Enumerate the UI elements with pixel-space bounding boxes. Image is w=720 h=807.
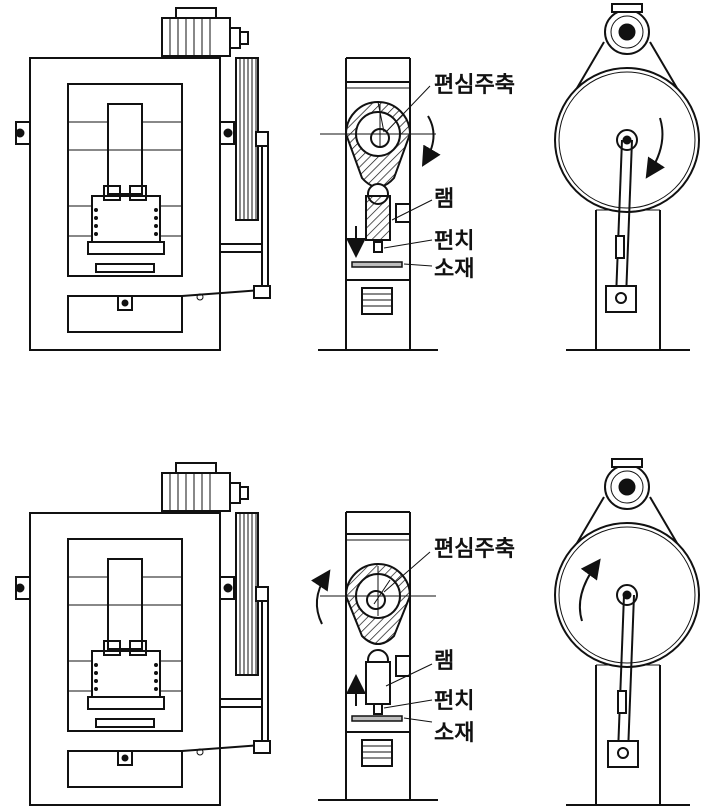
label-punch: 펀치	[434, 689, 474, 714]
label-eccentric-shaft: 편심주축	[434, 73, 515, 98]
label-ram: 램	[434, 649, 454, 674]
rotation-arrow-icon	[578, 558, 601, 622]
label-ram: 램	[434, 187, 454, 212]
press-section-view-top	[318, 57, 441, 351]
press-front-view-bottom	[15, 462, 271, 806]
flywheel-view-bottom	[554, 458, 700, 806]
press-section-view-bottom	[311, 511, 438, 801]
label-workpiece: 소재	[434, 257, 474, 282]
rotation-arrow-icon	[311, 569, 331, 625]
label-punch: 펀치	[434, 229, 474, 254]
rotation-arrow-icon	[645, 117, 665, 179]
flywheel-view-top	[554, 3, 700, 351]
label-workpiece: 소재	[434, 721, 474, 746]
label-eccentric-shaft: 편심주축	[434, 537, 515, 562]
press-front-view-top	[15, 7, 271, 351]
rotation-arrow-icon	[421, 115, 441, 167]
